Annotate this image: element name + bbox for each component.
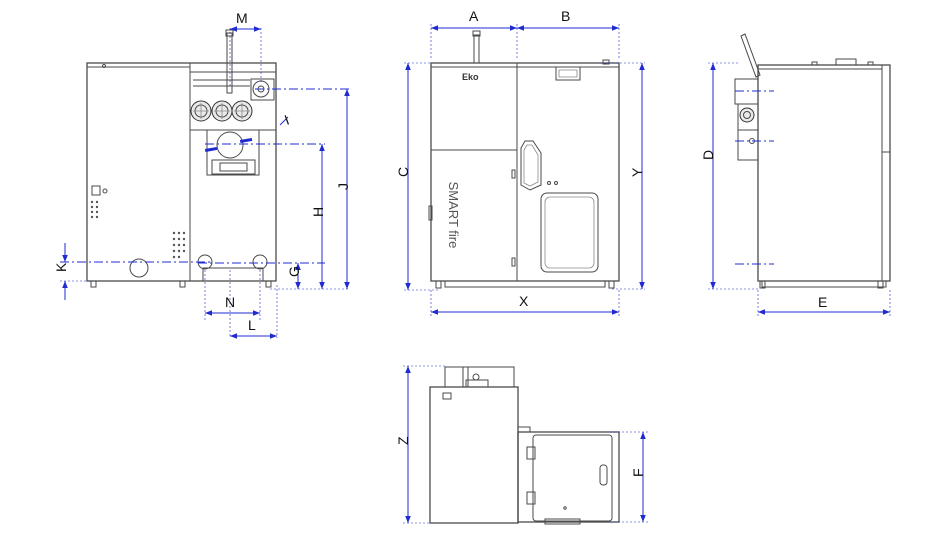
label-k: K xyxy=(53,262,69,272)
label-a: A xyxy=(469,8,479,24)
return-port xyxy=(129,258,149,278)
control-display xyxy=(555,66,581,81)
label-z: Z xyxy=(395,436,411,445)
label-h: H xyxy=(310,207,326,217)
label-i: I xyxy=(282,112,291,128)
flue-pipe xyxy=(226,32,233,94)
label-b: B xyxy=(561,8,570,24)
label-c: C xyxy=(395,167,411,177)
label-f: F xyxy=(630,468,646,477)
label-e: E xyxy=(818,294,827,310)
top-view: Z F xyxy=(395,365,648,525)
rear-view: M I J H G K N L xyxy=(53,10,351,339)
side-cabinet-outline xyxy=(757,64,891,282)
pellet-hopper-top xyxy=(517,431,620,523)
brand-logo: Eko xyxy=(462,72,479,82)
hopper-lid-handle xyxy=(599,464,608,486)
side-view: D E xyxy=(700,33,891,316)
fan-icon xyxy=(190,100,253,122)
inspection-door xyxy=(540,192,599,273)
brand-text: SMART fire xyxy=(446,182,461,249)
label-n: N xyxy=(225,294,235,310)
label-x: X xyxy=(519,293,529,309)
label-j: J xyxy=(335,183,351,190)
burner-port xyxy=(216,131,244,159)
label-m: M xyxy=(236,10,248,26)
boiler-body-top xyxy=(429,386,519,524)
label-g: G xyxy=(286,266,302,277)
rear-cabinet-outline xyxy=(86,62,277,282)
label-y: Y xyxy=(629,167,645,177)
label-l: L xyxy=(248,317,256,333)
front-view: Eko SMART fire xyxy=(395,8,645,316)
angled-flue xyxy=(740,33,761,78)
label-d: D xyxy=(700,150,716,160)
door-handle xyxy=(520,140,542,191)
fan-icon xyxy=(739,107,755,123)
